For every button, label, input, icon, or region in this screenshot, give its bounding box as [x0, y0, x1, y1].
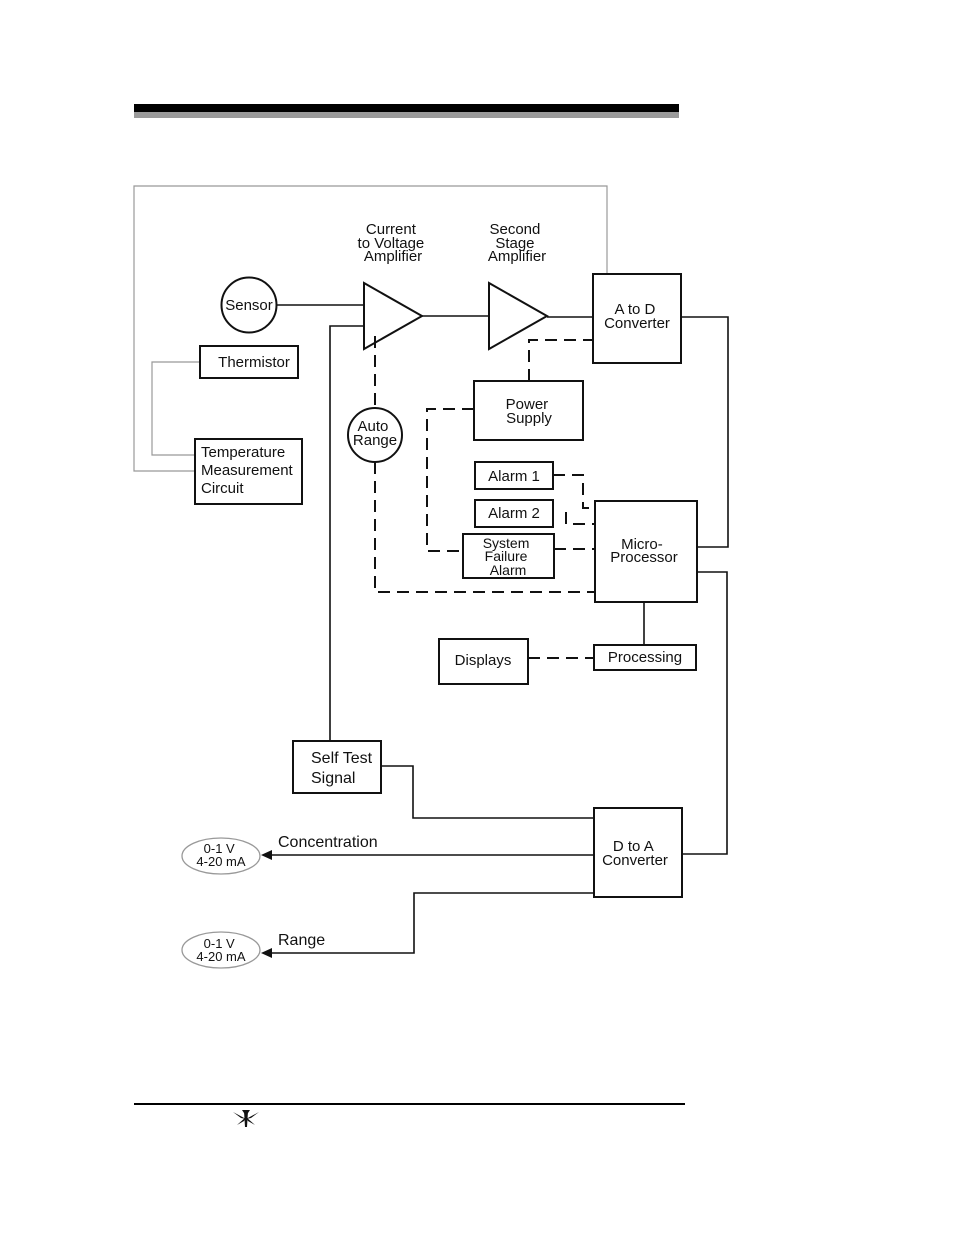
alarm-1-label: Alarm 1: [488, 468, 540, 485]
power-supply-box: [473, 380, 584, 441]
power-supply-label: Power Supply: [506, 396, 553, 427]
concentration-output-label: 0-1 V 4-20 mA: [196, 841, 245, 869]
range-output-node: [181, 931, 261, 969]
auto-range-label: Auto Range: [353, 418, 397, 449]
sensor-node: [220, 276, 278, 334]
current-amplifier: [363, 281, 425, 351]
processing-box: [593, 644, 697, 671]
autorange-to-micro-line: [374, 462, 595, 593]
adc-to-micro-wire: [681, 316, 729, 548]
system-failure-label: System Failure Alarm: [483, 535, 534, 578]
displays-box: [438, 638, 529, 685]
processing-label: Processing: [608, 649, 682, 666]
second-amp-label: Second Stage Amplifier: [488, 221, 546, 265]
concentration-label: Concentration: [278, 834, 378, 851]
self-test-box: [292, 740, 382, 794]
temperature-frame-line: [133, 185, 608, 472]
thermistor-label: Thermistor: [218, 354, 290, 371]
power-to-adc-line: [528, 339, 593, 381]
range-arrowhead: [261, 948, 272, 958]
range-output-label: 0-1 V 4-20 mA: [196, 936, 245, 964]
concentration-arrowhead: [261, 850, 272, 860]
power-to-failure-line: [426, 408, 474, 552]
alarm-2-line: [565, 512, 595, 525]
a-to-d-converter: [592, 273, 682, 364]
second-stage-amplifier: [488, 281, 550, 351]
alarm-2-box: [474, 499, 554, 528]
teledyne-logo-icon: [233, 1110, 259, 1127]
footer-rule: [134, 1103, 685, 1105]
microprocessor-label: Micro- Processor: [610, 536, 678, 566]
alarm-1-box: [474, 461, 554, 490]
header-bar: [134, 104, 679, 112]
concentration-output-node: [181, 837, 261, 875]
self-test-to-dac-wire: [381, 765, 594, 819]
thermistor-link-line: [151, 361, 200, 456]
micro-to-dac-wire: [682, 571, 728, 855]
header-bar-shadow: [134, 112, 679, 118]
displays-label: Displays: [455, 652, 512, 669]
a-to-d-label: A to D Converter: [604, 301, 670, 332]
range-wire: [268, 892, 594, 954]
temperature-circuit-box: [194, 438, 303, 505]
range-label: Range: [278, 932, 325, 949]
current-amp-label: Current to Voltage Amplifier: [358, 221, 429, 265]
self-test-label: Self Test Signal: [311, 750, 377, 787]
microprocessor-box: [594, 500, 698, 603]
alarm-2-label: Alarm 2: [488, 505, 540, 522]
alarm-1-line: [553, 474, 595, 509]
d-to-a-converter: [593, 807, 683, 898]
thermistor-box: [199, 345, 299, 379]
system-failure-box: [462, 533, 555, 579]
sensor-label: Sensor: [225, 297, 273, 314]
self-test-to-amp-wire: [329, 325, 364, 741]
temperature-circuit-label: Temperature Measurement Circuit: [201, 444, 297, 497]
d-to-a-label: D to A Converter: [602, 838, 668, 869]
